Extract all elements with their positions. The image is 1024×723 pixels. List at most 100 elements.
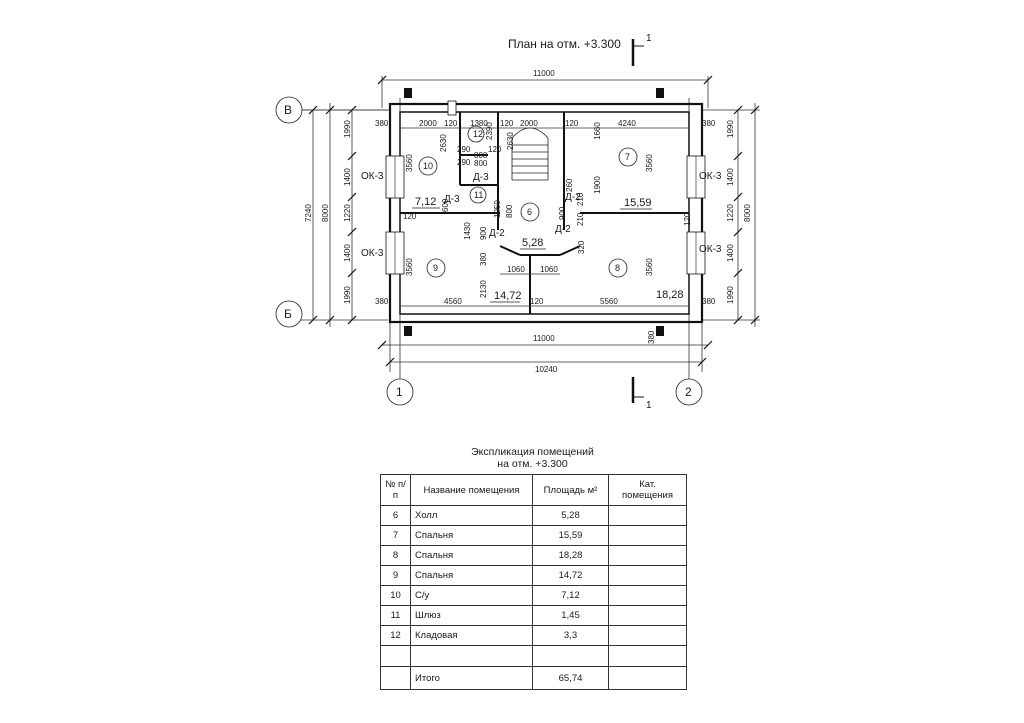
dim-overall-top: 11000 — [533, 69, 555, 78]
row-category — [608, 525, 687, 546]
axis-b-label: Б — [284, 307, 292, 321]
row-name: Спальня — [410, 525, 533, 546]
dim-2130: 2130 — [479, 280, 488, 298]
dim-120-f: 120 — [403, 212, 417, 221]
room-markers — [275, 96, 703, 406]
row-category — [608, 625, 687, 646]
dim-800-mid: 800 — [505, 204, 514, 218]
total-category — [608, 666, 687, 690]
window-ok3-left-top: ОК-3 — [361, 171, 384, 182]
header-name: Название помещения — [410, 474, 533, 506]
table-row: 11 Шлюз 1,45 — [380, 605, 687, 626]
axis-1-label: 1 — [396, 385, 403, 399]
dim-right-1990-bottom: 1990 — [726, 286, 735, 304]
dim-left-1220: 1220 — [343, 204, 352, 222]
explication-title-line1: Экспликация помещений — [471, 446, 594, 458]
empty-cell — [608, 645, 687, 667]
dimension-ticks — [308, 75, 760, 367]
dim-3560-room9: 3560 — [405, 258, 414, 276]
plan-title: План на отм. +3.300 — [508, 37, 621, 51]
row-num: 6 — [380, 505, 411, 526]
door-d2-left: Д-2 — [489, 228, 505, 239]
dim-120-a: 120 — [444, 119, 458, 128]
room-8-area: 18,28 — [656, 289, 684, 301]
dim-1060-left: 1060 — [507, 265, 525, 274]
explication-caption: Экспликация помещений на отм. +3.300 — [380, 446, 685, 470]
dim-600: 600 — [441, 198, 450, 212]
row-area: 3,3 — [532, 625, 609, 646]
wall-columns — [404, 88, 664, 336]
row-name: Холл — [410, 505, 533, 526]
dim-380-tl: 380 — [375, 119, 389, 128]
room-12-number: 12 — [473, 129, 483, 139]
dim-210-b: 210 — [576, 212, 585, 226]
room-8-number: 8 — [615, 263, 620, 273]
dim-290-b: 290 — [457, 158, 471, 167]
dim-210-a: 210 — [576, 192, 585, 206]
dim-2000-left: 2000 — [419, 119, 437, 128]
table-row-empty — [380, 645, 687, 667]
row-name: Спальня — [410, 545, 533, 566]
dim-3560-room10: 3560 — [405, 154, 414, 172]
room-9-area: 14,72 — [494, 290, 522, 302]
door-d3-top: Д-3 — [473, 172, 489, 183]
dim-900-right: 900 — [558, 206, 567, 220]
room-6-number: 6 — [527, 207, 532, 217]
dim-380-br: 380 — [702, 297, 716, 306]
dim-900-left: 900 — [479, 226, 488, 240]
dim-1380: 1380 — [470, 119, 488, 128]
dim-3560-room8: 3560 — [645, 258, 654, 276]
dim-120-right: 120 — [683, 212, 692, 226]
dim-380-bl: 380 — [375, 297, 389, 306]
dim-1660: 1660 — [593, 122, 602, 140]
dim-left-1990-top: 1990 — [343, 120, 352, 138]
header-category: Кат. помещения — [608, 474, 687, 506]
dim-800-a: 800 — [474, 151, 488, 160]
door-d3-bottom: Д-3 — [444, 194, 460, 205]
dim-2390: 2390 — [485, 122, 494, 140]
row-category — [608, 545, 687, 566]
section-mark-top — [631, 39, 644, 66]
table-row: 12 Кладовая 3,3 — [380, 625, 687, 646]
dim-left-8000: 8000 — [321, 204, 330, 222]
dim-120-e: 120 — [530, 297, 544, 306]
table-row-total: Итого 65,74 — [380, 666, 687, 690]
room-11-number: 11 — [474, 190, 483, 200]
dim-3560-room7: 3560 — [645, 154, 654, 172]
row-name: Кладовая — [410, 625, 533, 646]
row-area: 7,12 — [532, 585, 609, 606]
row-category — [608, 605, 687, 626]
dim-5560: 5560 — [600, 297, 618, 306]
dim-4240: 4240 — [618, 119, 636, 128]
dim-right-1220: 1220 — [726, 204, 735, 222]
row-num: 9 — [380, 565, 411, 586]
row-area: 1,45 — [532, 605, 609, 626]
dim-left-1400-bottom: 1400 — [343, 244, 352, 262]
interior-walls — [400, 112, 689, 314]
room-10-area: 7,12 — [415, 196, 436, 208]
total-area: 65,74 — [532, 666, 609, 690]
door-d2-right-top: Д-2 — [565, 192, 581, 203]
dim-right-1990-top: 1990 — [726, 120, 735, 138]
empty-cell — [380, 645, 411, 667]
total-num — [380, 666, 411, 690]
row-name: Шлюз — [410, 605, 533, 626]
dim-120-c: 120 — [565, 119, 579, 128]
staircase — [511, 127, 549, 181]
dim-1060-right: 1060 — [540, 265, 558, 274]
row-name: С/у — [410, 585, 533, 606]
dim-1900: 1900 — [593, 176, 602, 194]
dim-260: 260 — [565, 178, 574, 192]
dim-800-b: 800 — [474, 159, 488, 168]
row-num: 12 — [380, 625, 411, 646]
empty-cell — [410, 645, 533, 667]
row-area: 18,28 — [532, 545, 609, 566]
table-row: 9 Спальня 14,72 — [380, 565, 687, 586]
room-7-number: 7 — [625, 152, 630, 162]
table-row: 6 Холл 5,28 — [380, 505, 687, 526]
dim-120-d: 120 — [488, 145, 502, 154]
total-label: Итого — [410, 666, 533, 690]
dim-left-total: 7240 — [304, 204, 313, 222]
area-underlines — [412, 207, 652, 303]
